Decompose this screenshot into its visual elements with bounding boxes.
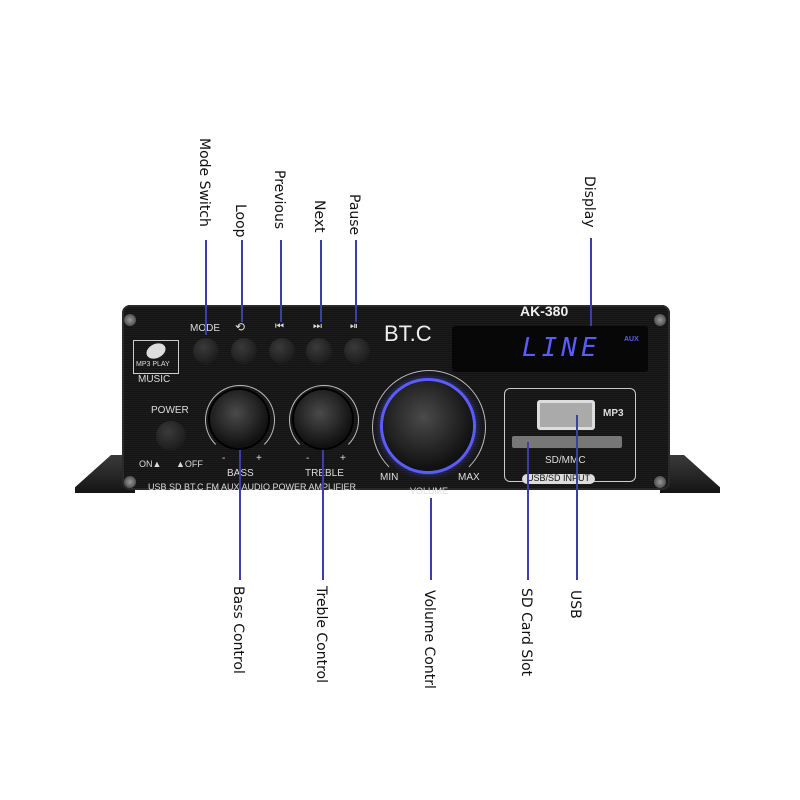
volume-max-label: MAX [458, 472, 480, 483]
callout-line [590, 238, 592, 326]
callout-line [241, 240, 243, 322]
music-label: MUSIC [138, 374, 171, 385]
volume-min-label: MIN [380, 472, 399, 483]
brand-label: BT.C [384, 321, 432, 346]
footer-text: USB SD BT.C FM AUX AUDIO POWER AMPLIFIER [148, 482, 357, 492]
aux-indicator: AUX [624, 336, 639, 343]
usb-sd-input-label: USB/SD INPUT [522, 473, 596, 484]
next-button[interactable] [306, 338, 332, 364]
pause-button[interactable] [344, 338, 370, 364]
bass-plus: + [256, 453, 262, 464]
treble-scale-arc [289, 385, 359, 455]
treble-knob[interactable] [294, 390, 352, 448]
screw-icon [654, 314, 666, 326]
callout-line [280, 240, 282, 322]
screw-icon [654, 476, 666, 488]
bass-minus: - [222, 453, 226, 464]
callout-line [576, 415, 578, 580]
callout-treble-control: Treble Control [313, 586, 329, 684]
screw-icon [124, 314, 136, 326]
callout-volume-control: Volume Contrl [421, 590, 437, 689]
callout-next: Next [311, 200, 327, 233]
display: LINE AUX [452, 326, 648, 372]
sd-card-slot[interactable] [512, 436, 622, 448]
treble-label: TREBLE [305, 468, 344, 479]
callout-line [527, 442, 529, 580]
callout-line [205, 240, 207, 335]
callout-line [320, 240, 322, 322]
mp3-play-logo: MP3 PLAY [133, 340, 179, 374]
callout-loop: Loop [232, 204, 248, 238]
previous-icon: ⏮ [275, 321, 284, 332]
model-label: AK-380 [520, 303, 569, 319]
on-label: ON▲ [139, 459, 162, 469]
volume-knob[interactable] [383, 381, 473, 471]
treble-minus: - [306, 453, 310, 464]
callout-usb: USB [567, 590, 583, 619]
mp3-label: MP3 [603, 408, 624, 419]
off-label: ▲OFF [176, 459, 203, 469]
callout-line [239, 450, 241, 580]
callout-display: Display [581, 176, 597, 228]
screw-icon [124, 476, 136, 488]
power-label: POWER [151, 405, 189, 416]
callout-line [355, 240, 357, 322]
logo-text: MP3 PLAY [136, 361, 170, 368]
next-icon: ⏭ [313, 321, 322, 332]
previous-button[interactable] [269, 338, 295, 364]
bass-scale-arc [205, 385, 275, 455]
sd-mmc-label: SD/MMC [545, 455, 586, 466]
callout-pause: Pause [346, 194, 362, 236]
loop-button[interactable] [231, 338, 257, 364]
usb-port[interactable] [537, 400, 595, 430]
display-text: LINE [522, 333, 601, 363]
volume-scale-arc [372, 370, 486, 484]
callout-mode-switch: Mode Switch [196, 138, 212, 227]
play-pause-icon: ⏯ [350, 321, 358, 332]
loop-icon: ⟲ [235, 320, 246, 334]
callout-previous: Previous [271, 170, 287, 230]
callout-line [430, 498, 432, 580]
callout-sd-card-slot: SD Card Slot [518, 588, 534, 677]
disc-icon [143, 340, 169, 362]
callout-bass-control: Bass Control [230, 586, 246, 674]
bass-knob[interactable] [210, 390, 268, 448]
power-button[interactable] [156, 421, 186, 451]
treble-plus: + [340, 453, 346, 464]
mode-button[interactable] [193, 338, 219, 364]
volume-label: VOLUME [410, 486, 449, 496]
callout-line [322, 450, 324, 580]
